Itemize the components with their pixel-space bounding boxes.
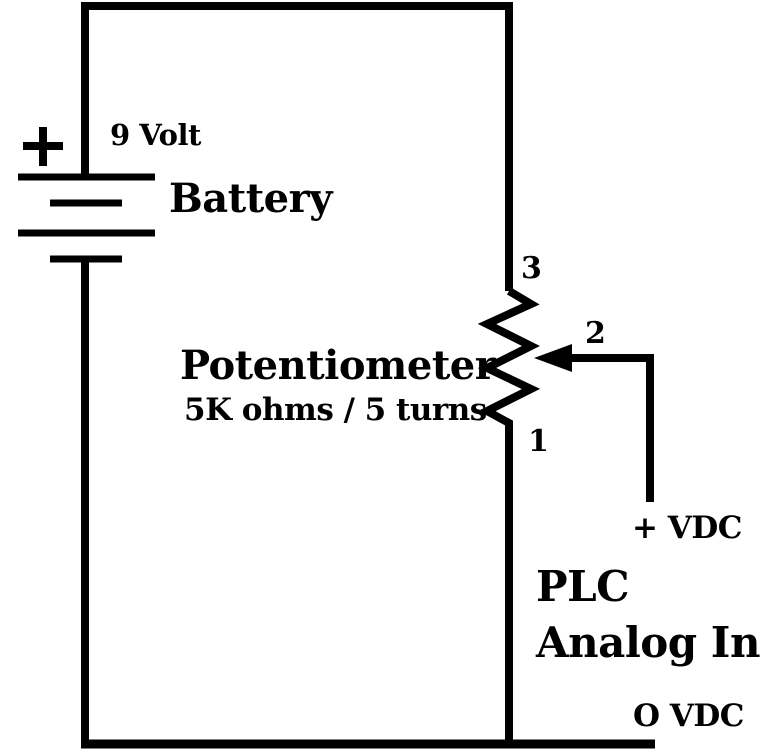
terminal-3-label: 3 <box>521 251 542 286</box>
potentiometer-spec-label: 5K ohms / 5 turns <box>184 392 487 428</box>
wiper-arrow-icon <box>534 344 572 372</box>
battery-plus-icon <box>23 127 63 166</box>
potentiometer-name-label: Potentiometer <box>180 342 496 389</box>
plc-positive-vdc-label: + VDC <box>632 510 742 546</box>
battery-voltage-label: 9 Volt <box>110 118 201 152</box>
battery-symbol <box>18 173 155 263</box>
plc-zero-vdc-label: O VDC <box>633 698 744 734</box>
plc-name-label-line2: Analog In <box>536 618 760 667</box>
terminal-1-label: 1 <box>528 424 549 459</box>
wire-top-loop <box>81 2 513 291</box>
wiper-wire <box>566 354 654 502</box>
potentiometer-symbol <box>477 287 541 744</box>
plc-name-label-line1: PLC <box>536 562 630 611</box>
terminal-2-label: 2 <box>585 316 606 351</box>
battery-name-label: Battery <box>169 175 332 222</box>
